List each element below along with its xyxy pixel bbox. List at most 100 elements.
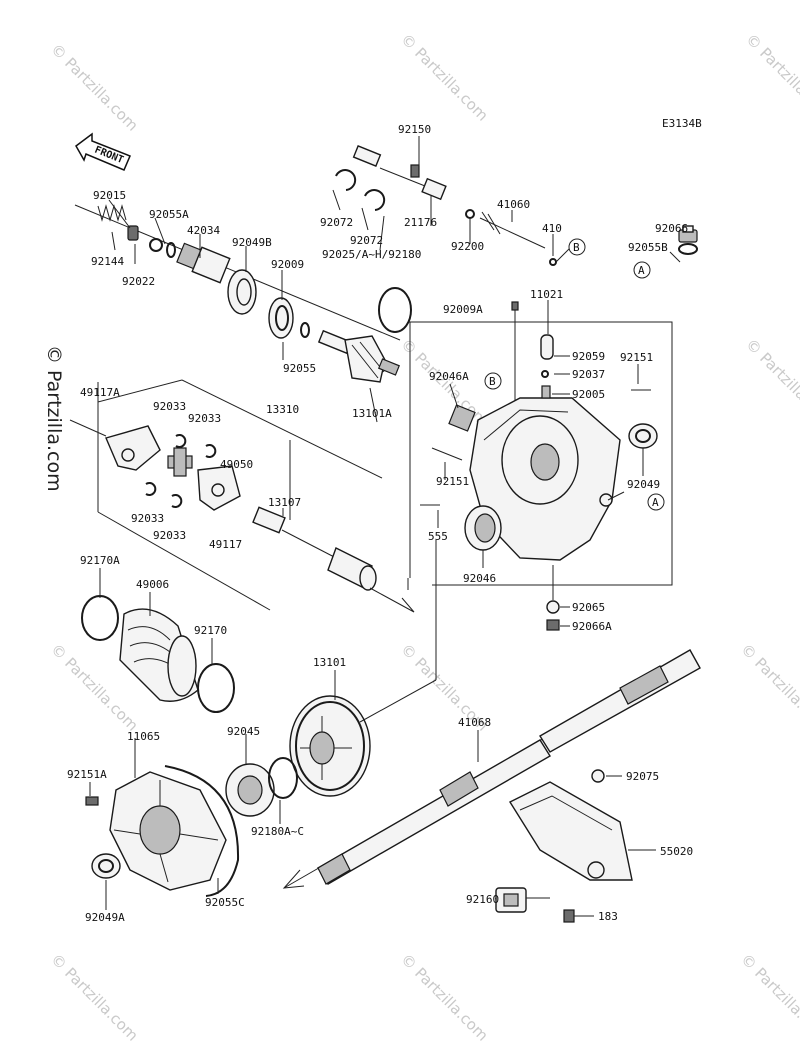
bolt-183 <box>563 909 575 923</box>
callout-b-top: B <box>568 238 586 256</box>
damper-92160 <box>495 887 527 913</box>
callout-a-top: A <box>633 261 651 279</box>
circlips-92033 <box>145 434 217 508</box>
shim-ring-92025 <box>378 287 412 333</box>
part-label: 49006 <box>136 578 169 591</box>
part-label: 92049A <box>85 911 125 924</box>
protector-55020 <box>508 781 633 881</box>
part-label: 92066 <box>655 222 688 235</box>
part-label: 92066A <box>572 620 612 633</box>
part-label: 13101 <box>313 656 346 669</box>
part-label: 92151A <box>67 768 107 781</box>
watermark: © Partzilla.com <box>397 950 492 1045</box>
bearing-92046 <box>464 505 502 551</box>
svg-text:A: A <box>652 496 659 509</box>
part-label: 92037 <box>572 368 605 381</box>
part-label: 49117 <box>209 538 242 551</box>
part-label: 92144 <box>91 255 124 268</box>
part-label: 92033 <box>153 529 186 542</box>
plug-92066 <box>678 225 698 243</box>
cap-92015 <box>127 225 139 241</box>
oil-seal-92049 <box>628 423 658 449</box>
part-label: 13310 <box>266 403 299 416</box>
part-label: 92049B <box>232 236 272 249</box>
watermark: © Partzilla.com <box>742 335 800 430</box>
bolt-92150 <box>410 164 420 178</box>
part-label: 555 <box>428 530 448 543</box>
part-label: 92150 <box>398 123 431 136</box>
circlip-92072-b <box>364 189 386 211</box>
svg-text:B: B <box>489 375 496 388</box>
callout-b-housing: B <box>484 372 502 390</box>
driveshaft-bracket-bottom <box>97 511 271 611</box>
bolt-92066A <box>546 619 560 631</box>
watermark: © Partzilla.com <box>47 40 142 135</box>
axle-arrow-icon <box>282 869 305 889</box>
yoke-49117 <box>197 465 241 511</box>
shim-92180A <box>268 757 298 799</box>
part-label: 92025/A~H/92180 <box>322 248 421 261</box>
part-label: 92055A <box>149 208 189 221</box>
part-label: 92046 <box>463 572 496 585</box>
part-label: 92005 <box>572 388 605 401</box>
ring-gear-13101 <box>289 695 371 797</box>
spring-92037 <box>541 370 549 378</box>
part-label: 92055B <box>628 241 668 254</box>
leader-lines <box>89 136 681 917</box>
watermark: © Partzilla.com <box>397 30 492 125</box>
cross-joint-49050 <box>167 447 193 477</box>
clamp-92170 <box>197 663 235 713</box>
part-label: 92065 <box>572 601 605 614</box>
part-label: 92151 <box>436 475 469 488</box>
cap-92075 <box>591 769 605 783</box>
o-ring-92055A <box>166 242 176 258</box>
part-label: 55020 <box>660 845 693 858</box>
driveshaft-bracket-line <box>181 379 383 479</box>
bolt-92151A <box>85 796 99 806</box>
oil-seal-92049B <box>227 269 257 315</box>
part-label: 410 <box>542 222 562 235</box>
part-label: 92009 <box>271 258 304 271</box>
boot-49006 <box>119 608 199 702</box>
part-label: 92033 <box>131 512 164 525</box>
propeller-shaft-13107 <box>252 506 377 591</box>
part-label: 92075 <box>626 770 659 783</box>
axle-shaft-41068 <box>283 649 701 889</box>
housing-bracket-line <box>409 321 673 586</box>
circlip-92072-a <box>335 169 357 191</box>
pin-410 <box>549 258 557 266</box>
cover-11065 <box>109 771 227 891</box>
part-label: 92045 <box>227 725 260 738</box>
part-label: 92151 <box>620 351 653 364</box>
shift-rod-21176 <box>352 145 447 201</box>
spring-92144 <box>97 204 127 222</box>
part-label: 11021 <box>530 288 563 301</box>
plug-92005 <box>541 385 551 399</box>
gear-case-housing <box>469 397 621 561</box>
yoke-49117A <box>105 425 161 471</box>
part-label: 41068 <box>458 716 491 729</box>
part-label: 92046A <box>429 370 469 383</box>
part-label: 183 <box>598 910 618 923</box>
watermark: © Partzilla.com <box>737 640 800 735</box>
shim-92009A <box>511 301 519 311</box>
part-label: 92072 <box>350 234 383 247</box>
shim-92009 <box>268 297 294 339</box>
bearing-92045 <box>225 763 275 817</box>
part-label: 92015 <box>93 189 126 202</box>
part-label: 92009A <box>443 303 483 316</box>
pinion-gear-13101A <box>317 329 400 383</box>
bearing-42034 <box>176 242 231 284</box>
part-labels: 92150 92015 92055A 92144 92022 42034 920… <box>67 123 693 924</box>
axis-arrow-right <box>369 587 415 613</box>
part-label: 92049 <box>627 478 660 491</box>
needle-bearing-92046A <box>448 404 476 432</box>
part-label: 13101A <box>352 407 392 420</box>
part-label: 92160 <box>466 893 499 906</box>
part-label: 92022 <box>122 275 155 288</box>
part-label: 42034 <box>187 224 220 237</box>
part-label: 92072 <box>320 216 353 229</box>
drawing-code: E3134B <box>662 117 702 130</box>
watermark: © Partzilla.com <box>47 950 142 1045</box>
